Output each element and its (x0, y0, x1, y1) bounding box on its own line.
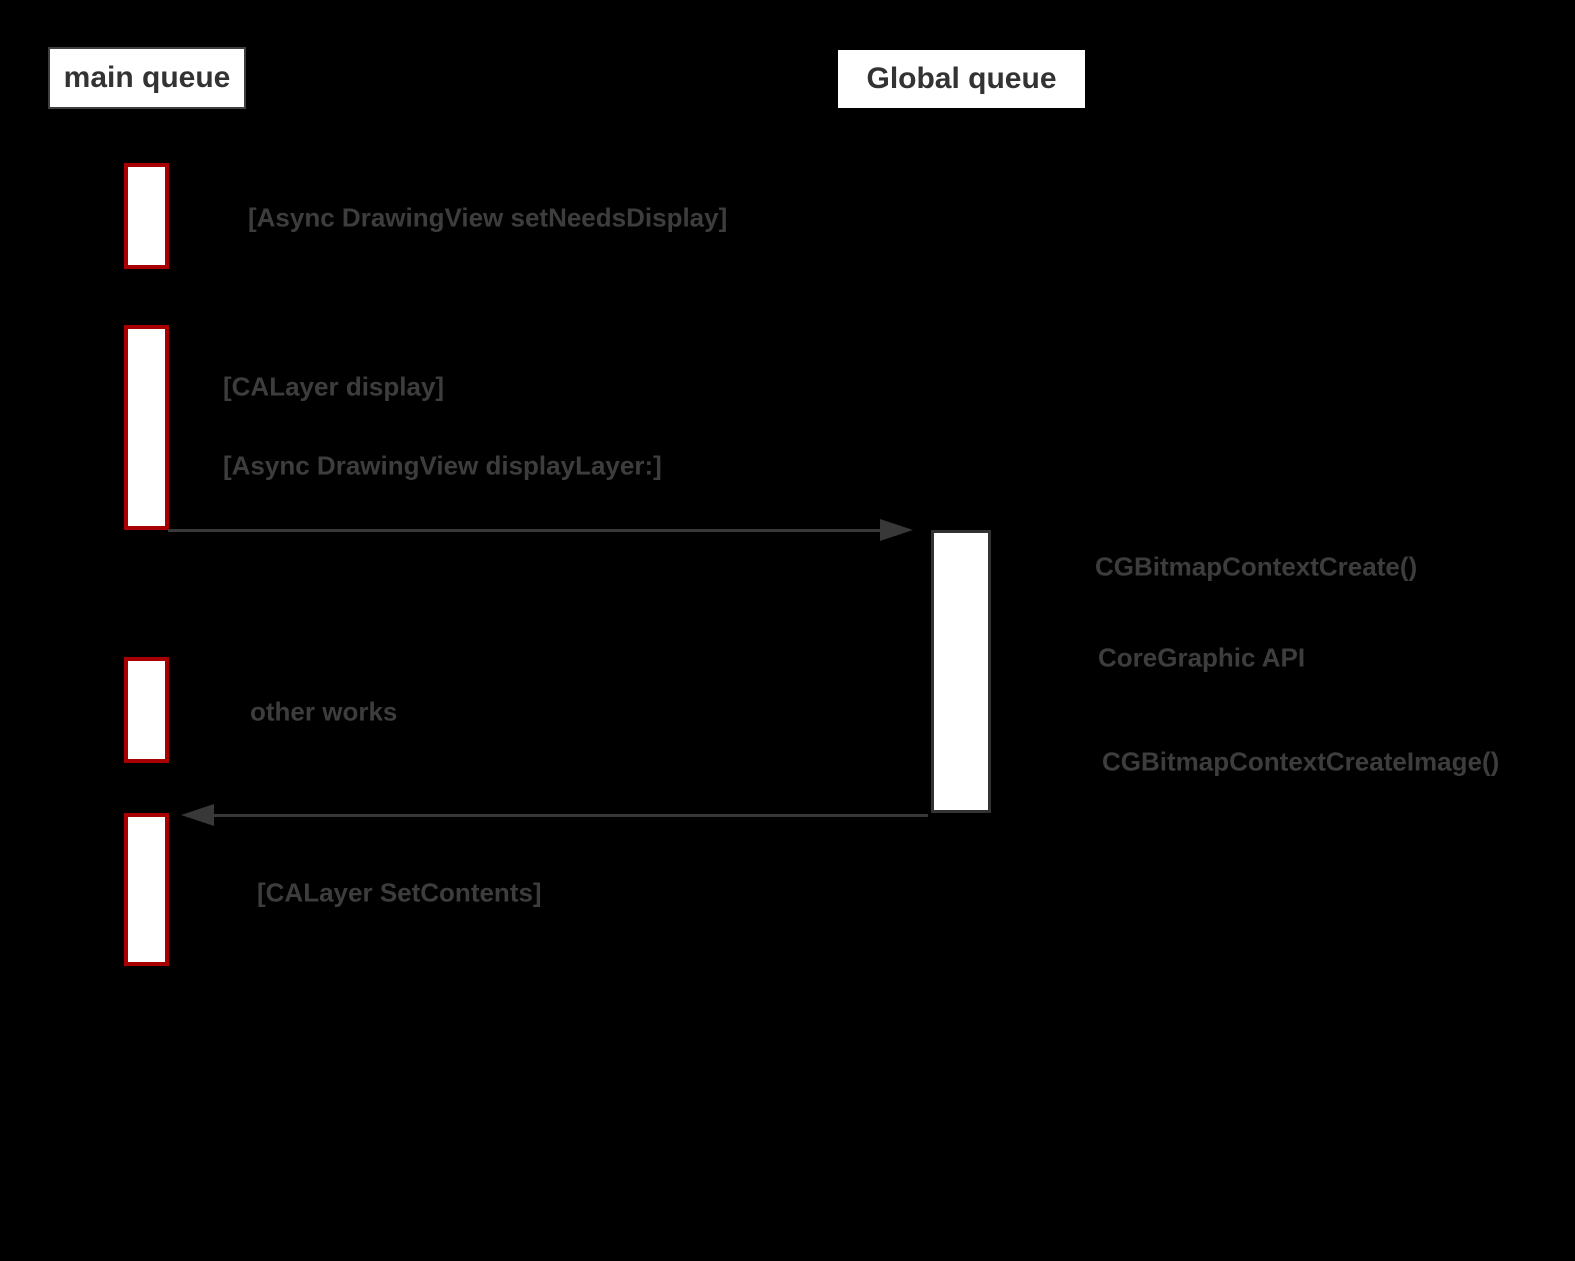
actor-label-global-queue: Global queue (866, 62, 1057, 95)
label-calayer-display: [CALayer display] (223, 371, 445, 402)
label-async-setneedsdisplay: [Async DrawingView setNeedsDisplay] (248, 202, 728, 233)
return-arrow-head-icon (181, 804, 214, 826)
activation-bar-main-2 (124, 325, 169, 530)
actor-box-global-queue: Global queue (838, 50, 1085, 108)
label-calayer-setcontents: [CALayer SetContents] (257, 877, 542, 908)
label-cgbitmapcontextcreateimage: CGBitmapContextCreateImage() (1102, 746, 1500, 777)
activation-bar-main-4 (124, 813, 169, 966)
label-coregraphic-api: CoreGraphic API (1098, 642, 1306, 673)
label-other-works: other works (250, 696, 398, 727)
return-arrow-line (210, 814, 928, 817)
call-arrow-head-icon (880, 519, 913, 541)
actor-box-main-queue: main queue (48, 47, 246, 109)
activation-bar-global (931, 530, 991, 813)
label-async-displaylayer: [Async DrawingView displayLayer:] (223, 450, 662, 481)
label-cgbitmapcontextcreate: CGBitmapContextCreate() (1095, 551, 1418, 582)
actor-label-main-queue: main queue (63, 61, 231, 94)
activation-bar-main-1 (124, 163, 169, 269)
call-arrow-line (168, 529, 882, 532)
activation-bar-main-3 (124, 657, 169, 763)
